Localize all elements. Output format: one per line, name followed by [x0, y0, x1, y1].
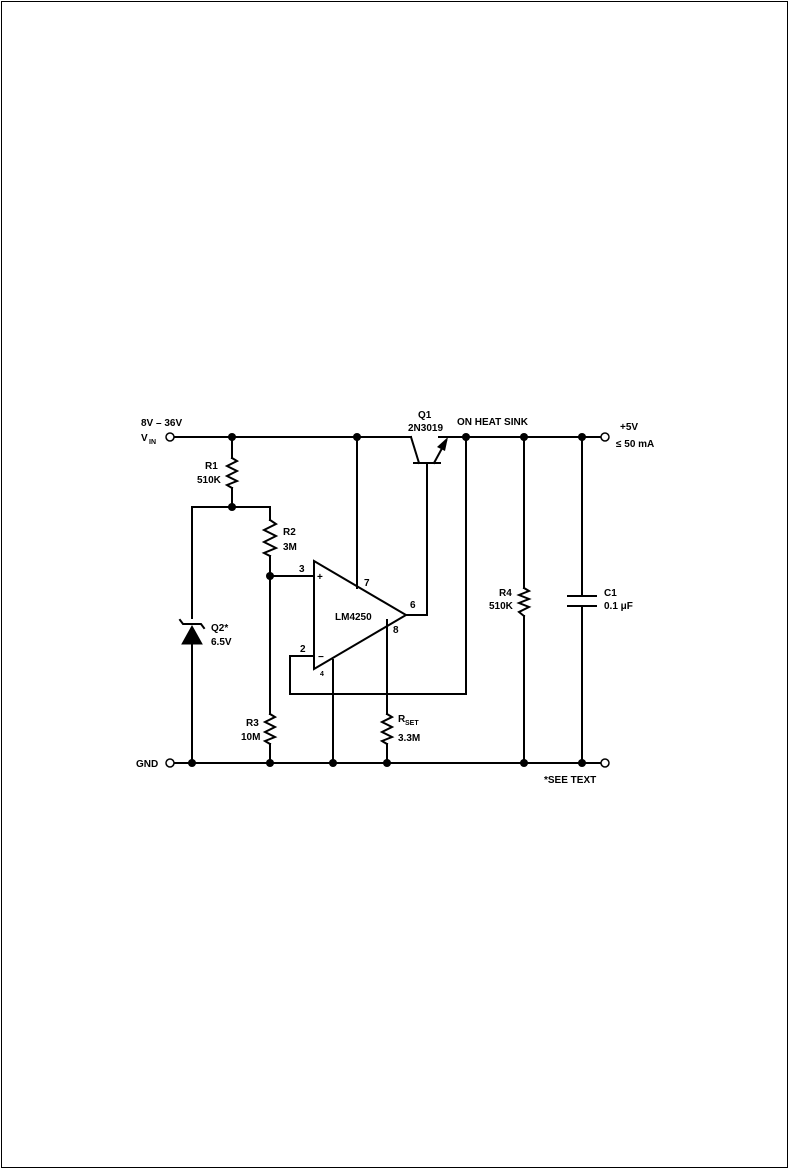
q2-value-label: 6.5V — [211, 637, 232, 648]
c1-value-label: 0.1 μF — [604, 601, 633, 612]
terminal-gnd-out — [600, 758, 610, 768]
q1-part-label: 2N3019 — [408, 423, 443, 434]
q1-name-label: Q1 — [418, 410, 432, 421]
junction-dot — [462, 433, 470, 441]
pin2-label: 2 — [300, 644, 306, 655]
junction-dot — [188, 759, 196, 767]
opamp-name-label: LM4250 — [335, 612, 372, 623]
junction-dot — [228, 503, 236, 511]
terminal-out — [600, 432, 610, 442]
r3-name-label: R3 — [246, 718, 259, 729]
junction-dot — [353, 433, 361, 441]
opamp-lm4250 — [313, 559, 408, 671]
resistor-r1 — [224, 456, 240, 490]
pin4-label: 4 — [320, 671, 324, 678]
resistor-rset — [379, 712, 395, 746]
junction-dot — [266, 759, 274, 767]
gnd-label: GND — [136, 759, 158, 770]
r3-value-label: 10M — [241, 732, 260, 743]
heat-sink-label: ON HEAT SINK — [457, 417, 529, 428]
q2-name-label: Q2* — [211, 623, 228, 634]
junction-dot — [520, 433, 528, 441]
out-current-label: ≤ 50 mA — [616, 439, 654, 450]
opamp-plus-sign: + — [317, 572, 323, 583]
r2-value-label: 3M — [283, 542, 297, 553]
vin-range-label: 8V – 36V — [141, 418, 182, 429]
zener-diode-q2-bar — [178, 618, 206, 630]
r1-value-label: 510K — [197, 475, 222, 486]
rset-value-label: 3.3M — [398, 733, 420, 744]
pin3-label: 3 — [299, 564, 305, 575]
vin-sub-label: IN — [149, 439, 156, 446]
terminal-vin — [165, 432, 175, 442]
c1-name-label: C1 — [604, 588, 617, 599]
r4-value-label: 510K — [489, 601, 514, 612]
transistor-q1-collector — [409, 435, 421, 465]
pin8-label: 8 — [393, 625, 399, 636]
resistor-r4 — [516, 586, 532, 618]
rset-sub-label: SET — [405, 720, 419, 727]
zener-diode-q2 — [181, 624, 203, 645]
r2-name-label: R2 — [283, 527, 296, 538]
rset-name-label: R — [398, 714, 406, 725]
r1-name-label: R1 — [205, 461, 218, 472]
terminal-gnd — [165, 758, 175, 768]
junction-dot — [383, 759, 391, 767]
pin6-label: 6 — [410, 600, 416, 611]
r4-name-label: R4 — [499, 588, 512, 599]
see-text-note: *SEE TEXT — [544, 775, 596, 786]
junction-dot — [578, 433, 586, 441]
transistor-q1-arrow — [437, 437, 448, 451]
opamp-minus-sign: − — [318, 652, 324, 663]
junction-dot — [228, 433, 236, 441]
resistor-r3 — [262, 712, 278, 746]
vin-label: V — [141, 433, 148, 444]
junction-dot — [266, 572, 274, 580]
resistor-r2 — [261, 518, 279, 558]
out-voltage-label: +5V — [620, 422, 638, 433]
junction-dot — [520, 759, 528, 767]
junction-dot — [578, 759, 586, 767]
junction-dot — [329, 759, 337, 767]
pin7-label: 7 — [364, 578, 370, 589]
